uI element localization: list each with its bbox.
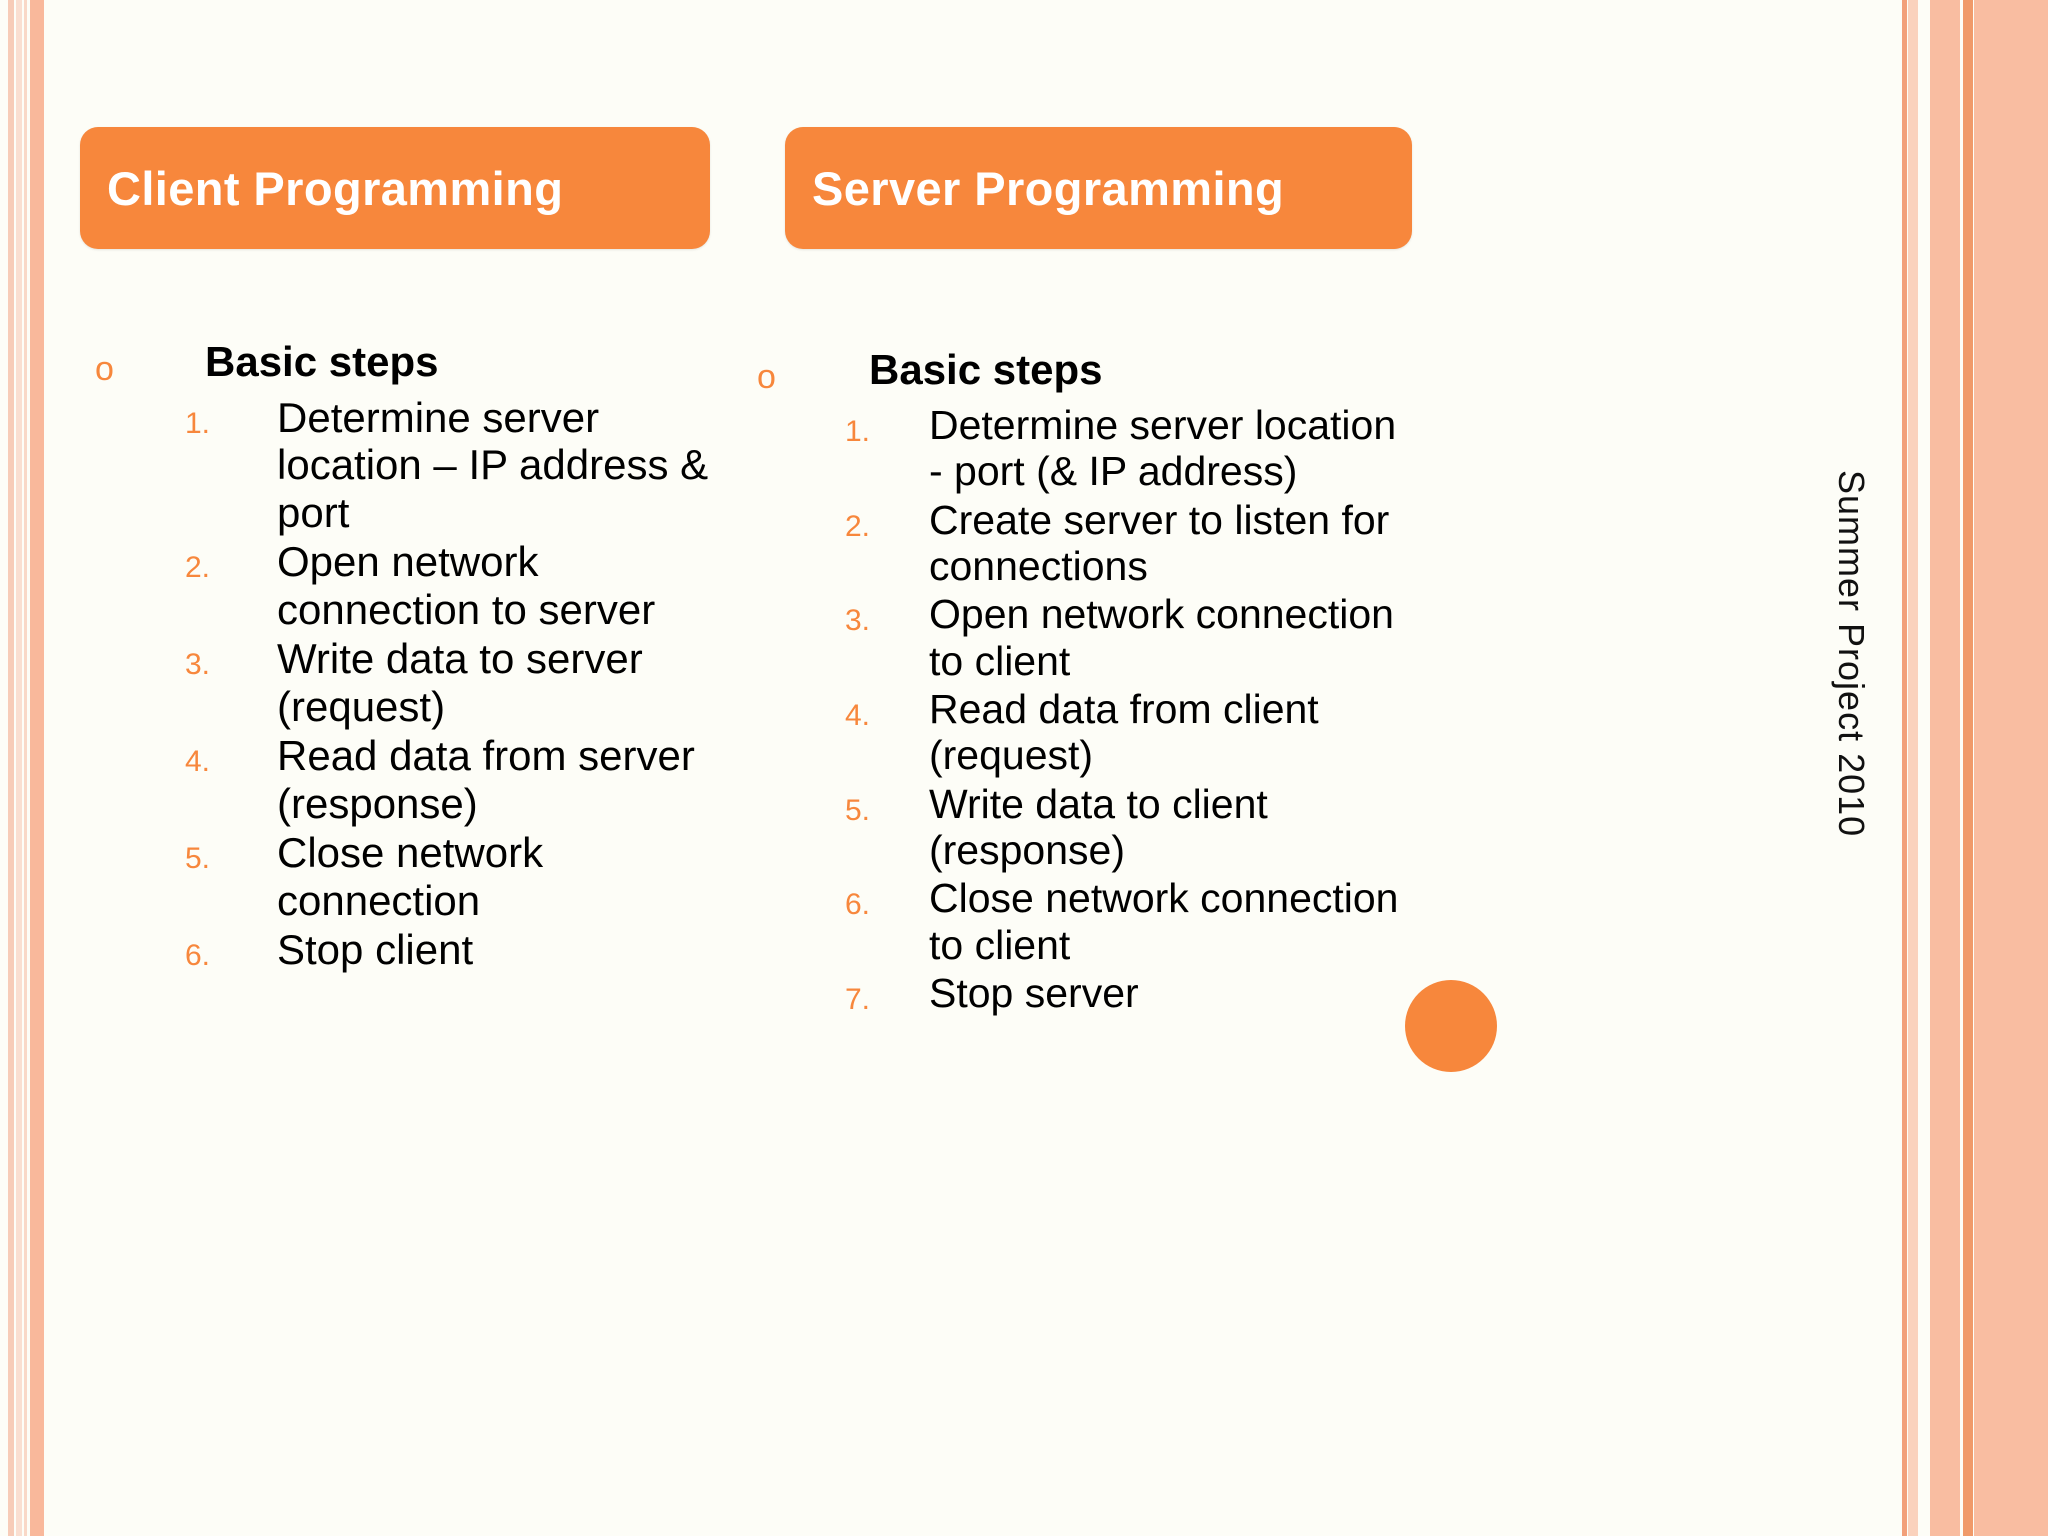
step-number: 1. bbox=[845, 415, 871, 448]
step-text: Close network connection to client bbox=[929, 875, 1399, 968]
step-text: Read data from client (request) bbox=[929, 685, 1319, 779]
step-number: 4. bbox=[845, 698, 871, 732]
left-border-stripe-3 bbox=[24, 0, 27, 1536]
right-border-stripe-5 bbox=[1974, 0, 2048, 1536]
list-item: 4. Read data from client (request) bbox=[845, 686, 1407, 779]
list-item: 5. Close network connection bbox=[185, 829, 715, 924]
server-programming-content: o Basic steps 1. Determine server locati… bbox=[757, 346, 1407, 1023]
client-programming-title: Client Programming bbox=[107, 161, 564, 215]
list-item: 5. Write data to client (response) bbox=[845, 781, 1407, 874]
left-border-stripe-1 bbox=[8, 0, 14, 1536]
list-item: 6. Close network connection to client bbox=[845, 875, 1407, 968]
left-border-stripe-4 bbox=[30, 0, 44, 1536]
list-item: 1. Determine server location - port (& I… bbox=[845, 402, 1407, 495]
circle-bullet-icon: o bbox=[95, 350, 114, 388]
step-number: 2. bbox=[185, 551, 211, 585]
step-text: Stop server bbox=[929, 969, 1139, 1016]
step-text: Stop client bbox=[277, 925, 474, 973]
client-basic-steps-label: Basic steps bbox=[205, 338, 439, 385]
right-border-stripe-4 bbox=[1963, 0, 1973, 1536]
client-programming-header: Client Programming bbox=[80, 127, 710, 249]
step-number: 1. bbox=[185, 407, 211, 440]
step-number: 7. bbox=[845, 982, 871, 1016]
step-text: Create server to listen for connections bbox=[929, 496, 1390, 589]
list-item: 2. Open network connection to server bbox=[185, 538, 715, 633]
server-programming-header: Server Programming bbox=[785, 127, 1412, 249]
client-steps-list: 1. Determine server location – IP addres… bbox=[185, 394, 715, 977]
list-item: 4. Read data from server (response) bbox=[185, 732, 715, 827]
list-item: 7. Stop server bbox=[845, 970, 1407, 1022]
step-number: 3. bbox=[185, 648, 211, 682]
right-border-stripe-2 bbox=[1908, 0, 1918, 1536]
step-text: Determine server location – IP address &… bbox=[277, 394, 709, 536]
step-number: 5. bbox=[185, 842, 211, 876]
client-programming-content: o Basic steps 1. Determine server locati… bbox=[95, 338, 715, 979]
list-item: 3. Write data to server (request) bbox=[185, 635, 715, 730]
left-border-stripe-2 bbox=[16, 0, 22, 1536]
server-basic-steps-row: o Basic steps bbox=[757, 346, 1407, 396]
step-number: 2. bbox=[845, 509, 871, 543]
decorative-circle-icon bbox=[1405, 980, 1497, 1072]
step-text: Write data to client (response) bbox=[929, 780, 1268, 873]
circle-bullet-icon: o bbox=[757, 358, 776, 396]
step-text: Read data from server (response) bbox=[277, 732, 695, 827]
right-border-stripe-3 bbox=[1930, 0, 1960, 1536]
step-text: Open network connection to server bbox=[277, 538, 656, 633]
server-programming-title: Server Programming bbox=[812, 161, 1285, 215]
list-item: 6. Stop client bbox=[185, 926, 715, 978]
step-number: 5. bbox=[845, 793, 871, 827]
list-item: 3. Open network connection to client bbox=[845, 591, 1407, 684]
step-number: 4. bbox=[185, 745, 211, 779]
slide-side-caption: Summer Project 2010 bbox=[1831, 470, 1872, 838]
step-number: 6. bbox=[185, 938, 211, 972]
right-border-stripe-1 bbox=[1902, 0, 1907, 1536]
server-basic-steps-label: Basic steps bbox=[869, 346, 1103, 393]
step-text: Close network connection bbox=[277, 829, 544, 924]
step-number: 3. bbox=[845, 604, 871, 638]
list-item: 2. Create server to listen for connectio… bbox=[845, 497, 1407, 590]
server-steps-list: 1. Determine server location - port (& I… bbox=[845, 402, 1407, 1021]
step-text: Determine server location - port (& IP a… bbox=[929, 402, 1397, 495]
step-text: Write data to server (request) bbox=[277, 635, 643, 730]
client-basic-steps-row: o Basic steps bbox=[95, 338, 715, 388]
list-item: 1. Determine server location – IP addres… bbox=[185, 394, 715, 536]
step-number: 6. bbox=[845, 888, 871, 922]
step-text: Open network connection to client bbox=[929, 591, 1394, 684]
